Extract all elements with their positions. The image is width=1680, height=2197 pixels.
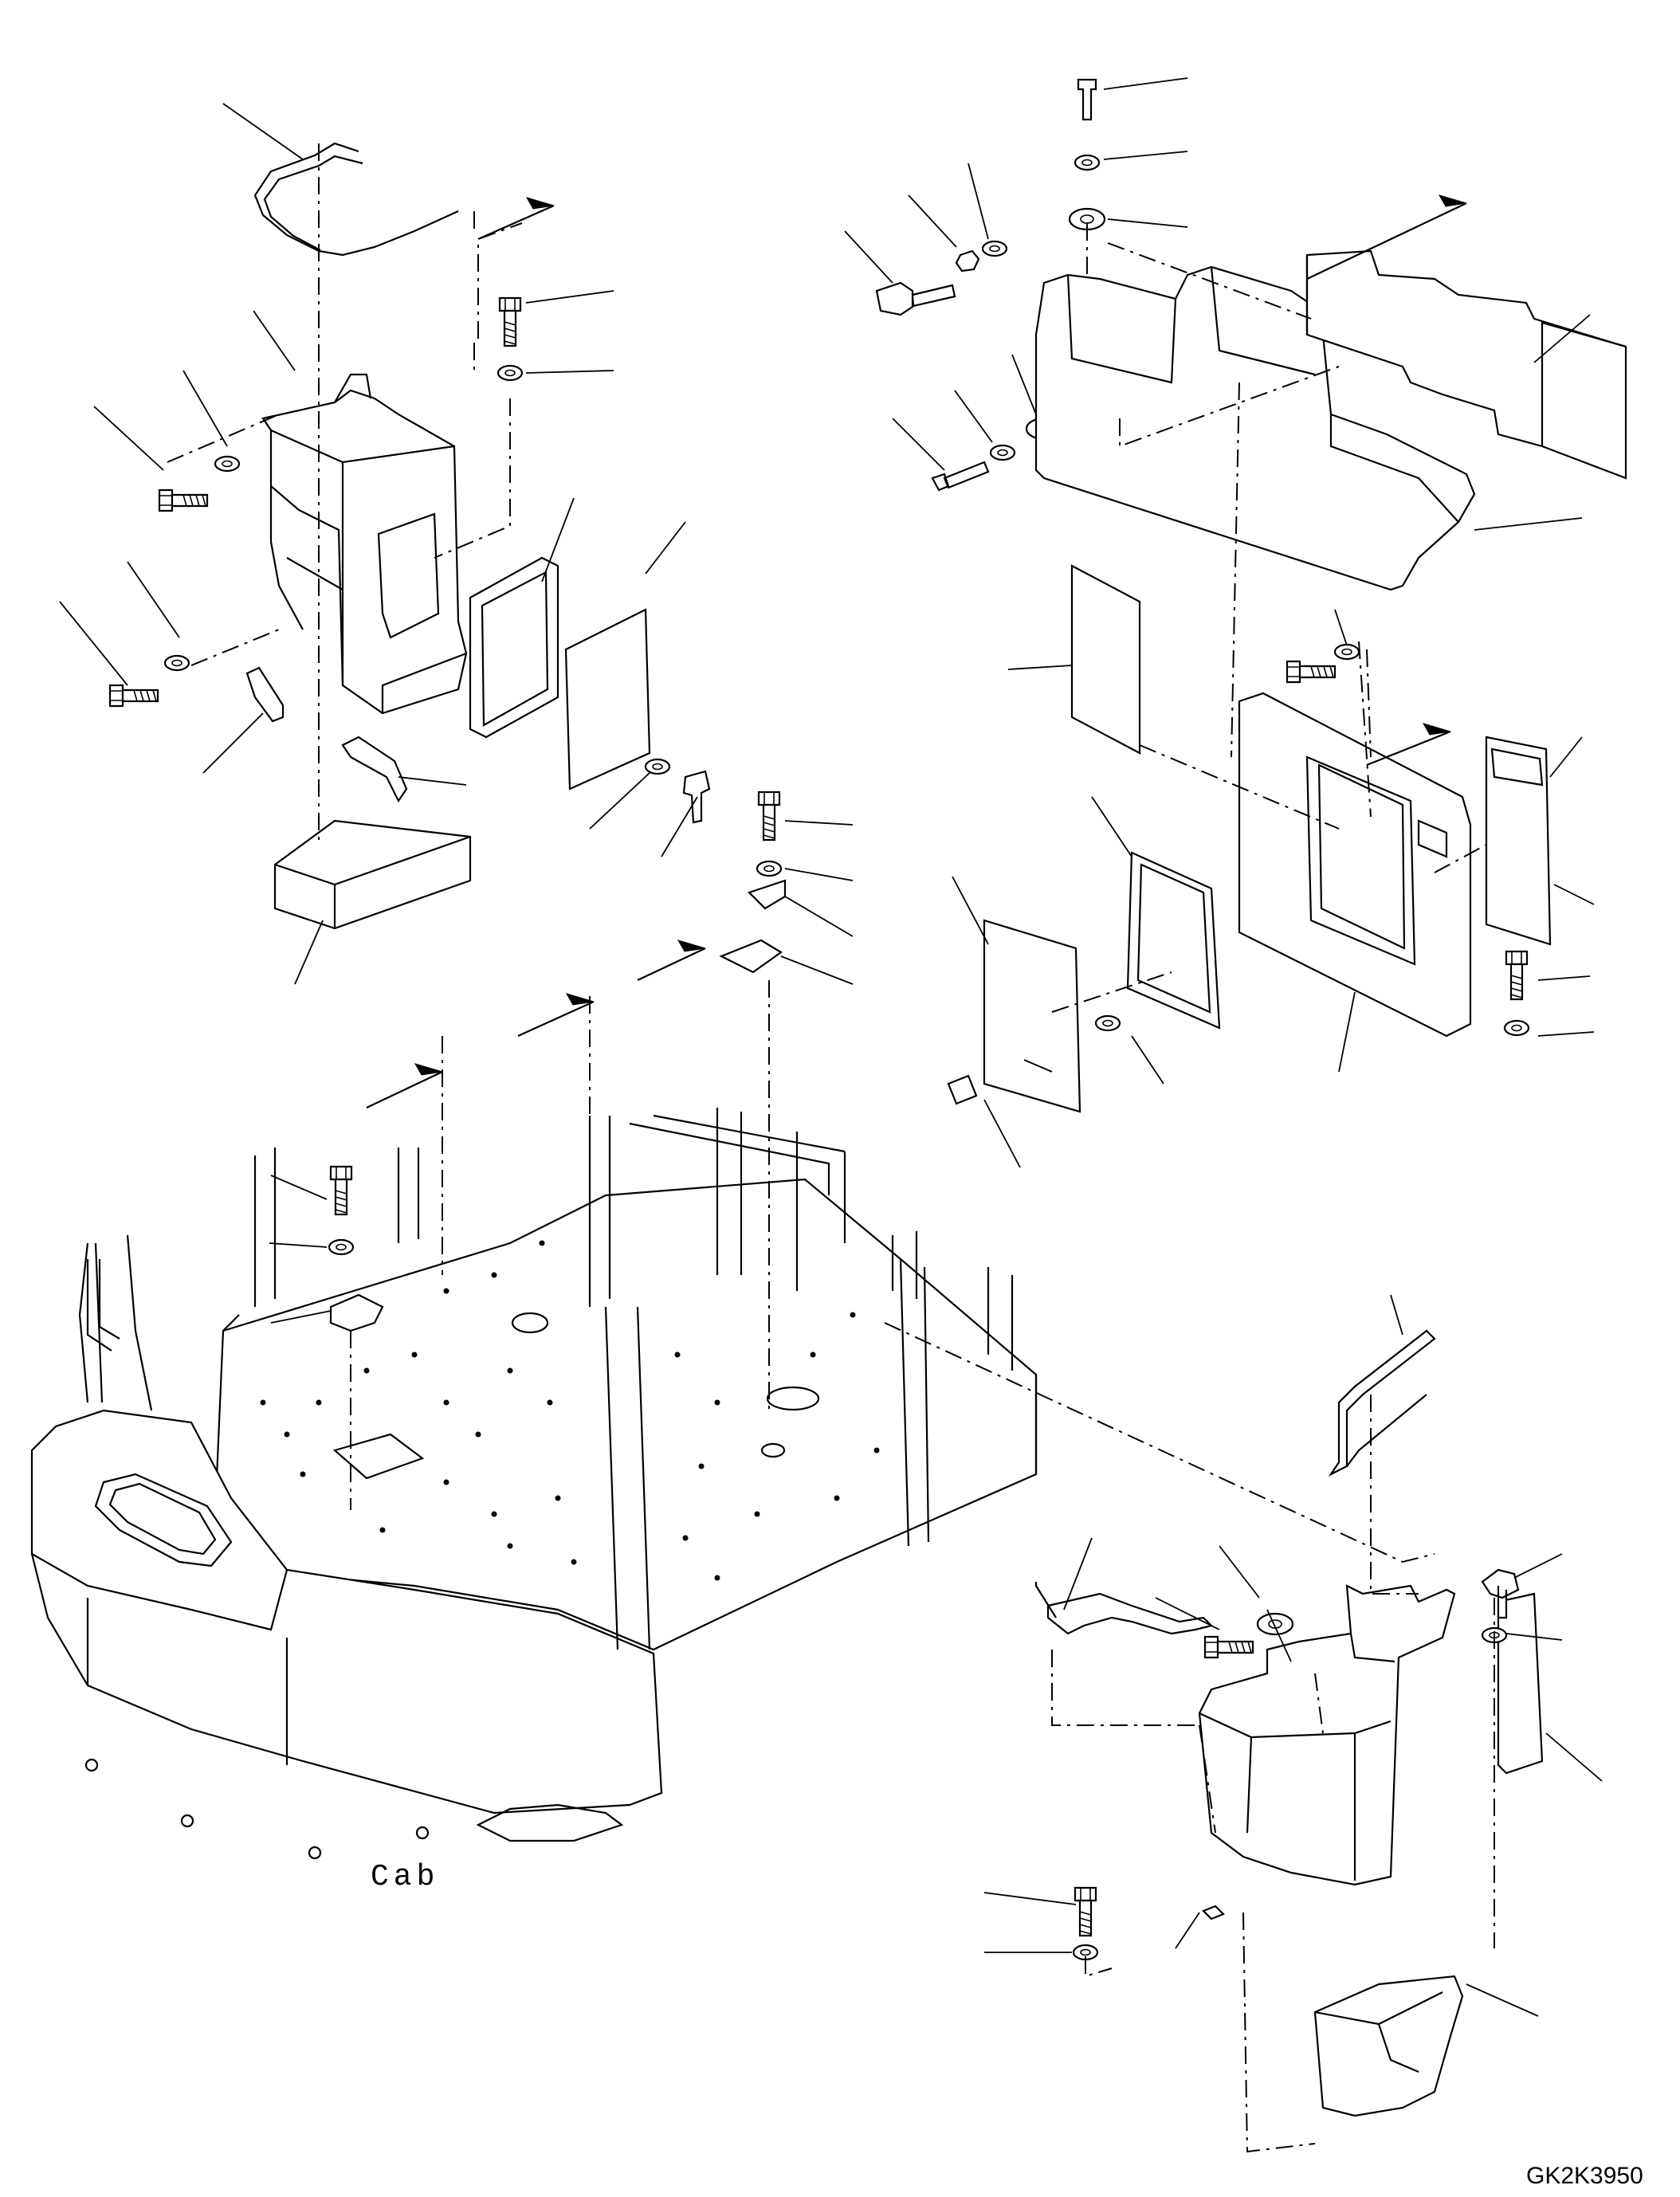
lower-right-bracket-group <box>983 1294 1603 2153</box>
upper-right-trim-group <box>844 77 1627 1168</box>
cab-frame: Cab <box>30 791 1435 1894</box>
upper-left-bracket-group <box>59 103 711 985</box>
u-foam <box>1313 1975 1464 2117</box>
drawing-code: GK2K3950 <box>1526 2163 1643 2189</box>
lower-box-bracket <box>1198 1584 1456 1886</box>
gasket-frame <box>469 556 559 739</box>
foam-strip <box>1305 249 1627 480</box>
wire-handle-lower <box>1034 1582 1214 1635</box>
hook-bracket <box>341 736 408 803</box>
floor-hatch <box>332 1433 425 1480</box>
side-pad <box>1485 736 1552 946</box>
gasket-right <box>1126 851 1221 1030</box>
insulation-pad <box>1070 564 1141 755</box>
wire-handle-part <box>253 142 459 257</box>
cab-front-panel <box>30 1409 663 1814</box>
trim-cover <box>1034 265 1476 591</box>
seat-bracket <box>329 1293 384 1332</box>
lower-pad <box>1497 1592 1544 1775</box>
small-bracket <box>245 666 285 723</box>
box-window <box>377 512 440 639</box>
box-housing <box>261 389 468 715</box>
knob-left <box>875 281 956 316</box>
cover-plate-right <box>983 919 1081 1113</box>
foam-block <box>273 819 472 930</box>
cover-plate <box>564 608 651 791</box>
wire-clip <box>1328 1329 1436 1477</box>
floor-holes <box>260 1240 880 1581</box>
cab-label: Cab <box>371 1860 439 1894</box>
mounting-panel <box>1238 692 1472 1038</box>
